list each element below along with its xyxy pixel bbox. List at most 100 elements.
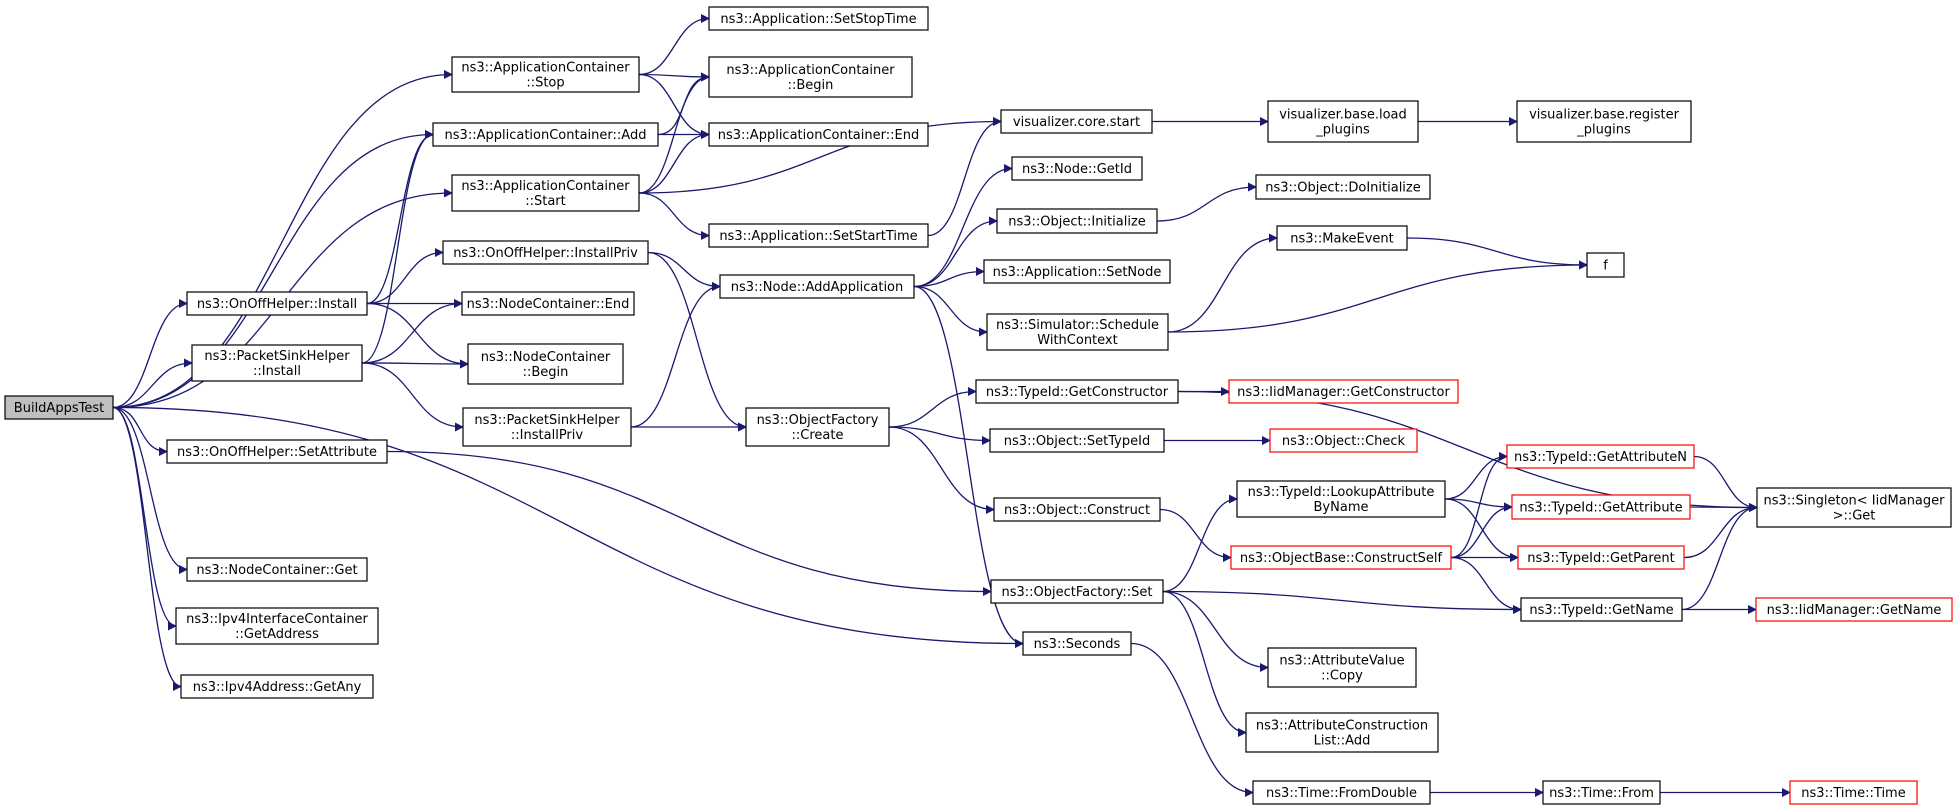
node-label: ns3::ObjectBase::ConstructSelf	[1240, 551, 1443, 566]
node-ns3-nodecontainer-end[interactable]: ns3::NodeContainer::End	[461, 291, 635, 316]
node-ns3-iidmanager-getname[interactable]: ns3::IidManager::GetName	[1755, 597, 1953, 622]
node-label: ns3::PacketSinkHelper	[204, 349, 350, 364]
edge-typeid_lookup-to-typeid_getparent	[1444, 498, 1519, 562]
node-box	[993, 497, 1161, 522]
edge-of_create-to-typeid_getctor	[888, 387, 977, 428]
edge-root-to-seconds	[112, 406, 1024, 648]
node-label: ns3::Time::Time	[1801, 786, 1905, 801]
node-label: ns3::Node::GetId	[1022, 162, 1132, 177]
node-ns3-typeid-getattributen[interactable]: ns3::TypeId::GetAttributeN	[1506, 444, 1695, 469]
node-ns3-objectfactory-set[interactable]: ns3::ObjectFactory::Set	[990, 579, 1164, 604]
node-ns3-onoffhelper-installpriv[interactable]: ns3::OnOffHelper::InstallPriv	[442, 240, 649, 265]
node-ns3-object-initialize[interactable]: ns3::Object::Initialize	[996, 208, 1158, 234]
edge-of_create-to-obj_settypeid	[888, 426, 991, 445]
node-ns3-applicationcontainer-add[interactable]: ns3::ApplicationContainer::Add	[432, 122, 659, 147]
node-box	[175, 607, 379, 645]
node-ns3-applicationcontainer-end[interactable]: ns3::ApplicationContainer::End	[708, 122, 929, 147]
node-ns3-typeid-getattribute[interactable]: ns3::TypeId::GetAttribute	[1511, 494, 1691, 520]
node-ns3-singleton-iidmanager-get[interactable]: ns3::Singleton< IidManager >::Get	[1756, 487, 1952, 528]
edge-typeid_getattrn-to-singleton_get	[1693, 455, 1758, 512]
node-box	[166, 439, 388, 464]
node-label: ns3::Object::Initialize	[1008, 215, 1146, 230]
node-ns3-packetsinkhelper-install[interactable]: ns3::PacketSinkHelper::Install	[191, 344, 363, 382]
node-ns3-seconds[interactable]: ns3::Seconds	[1022, 631, 1132, 656]
node-label: visualizer.base.load	[1279, 108, 1407, 123]
node-label: ns3::Ipv4InterfaceContainer	[186, 612, 368, 627]
node-ns3-ipv4address-getany[interactable]: ns3::Ipv4Address::GetAny	[180, 674, 374, 699]
node-label: ns3::NodeContainer::Get	[196, 563, 357, 578]
node-label: ns3::OnOffHelper::InstallPriv	[453, 246, 638, 261]
node-label: ns3::Singleton< IidManager	[1763, 494, 1945, 509]
node-ns3-makeevent[interactable]: ns3::MakeEvent	[1276, 225, 1408, 251]
edges-layer	[112, 14, 1791, 797]
edge-ac_stop-to-app_setstop	[638, 14, 710, 76]
node-ns3-typeid-getname[interactable]: ns3::TypeId::GetName	[1520, 597, 1683, 622]
edge-objbase_constructself-to-typeid_getattr	[1450, 502, 1513, 559]
node-label: ns3::TypeId::LookupAttribute	[1248, 485, 1435, 500]
node-label: ns3::MakeEvent	[1290, 232, 1394, 247]
node-ns3-typeid-getconstructor[interactable]: ns3::TypeId::GetConstructor	[975, 379, 1179, 404]
node-ns3-application-setstoptime[interactable]: ns3::Application::SetStopTime	[708, 6, 929, 31]
node-ns3-node-getid[interactable]: ns3::Node::GetId	[1011, 156, 1143, 181]
node-ns3-onoffhelper-setattribute[interactable]: ns3::OnOffHelper::SetAttribute	[166, 439, 388, 464]
node-ns3-applicationcontainer-start[interactable]: ns3::ApplicationContainer::Start	[451, 174, 640, 212]
node-buildappstest[interactable]: BuildAppsTest	[4, 395, 114, 420]
node-ns3-objectfactory-create[interactable]: ns3::ObjectFactory::Create	[745, 407, 890, 447]
node-visualizer-core-start[interactable]: visualizer.core.start	[1000, 109, 1153, 134]
node-ns3-ipv4interfacecontainer-getaddress[interactable]: ns3::Ipv4InterfaceContainer::GetAddress	[175, 607, 379, 645]
node-visualizer-base-register-plugins[interactable]: visualizer.base.register_plugins	[1516, 100, 1692, 143]
edge-typeid_getattr-to-singleton_get	[1689, 502, 1758, 512]
node-label: ::GetAddress	[235, 627, 319, 642]
node-ns3-time-fromdouble[interactable]: ns3::Time::FromDouble	[1252, 780, 1431, 805]
node-box	[1000, 109, 1153, 134]
edge-root-to-onoff_setattr	[112, 406, 168, 456]
node-ns3-application-setnode[interactable]: ns3::Application::SetNode	[983, 259, 1171, 284]
node-ns3-application-setstarttime[interactable]: ns3::Application::SetStartTime	[708, 223, 929, 248]
edge-ac_start-to-ac_begin	[638, 72, 710, 194]
node-f[interactable]: f	[1586, 252, 1625, 278]
edge-of_set-to-typeid_getname	[1162, 590, 1522, 614]
node-box	[461, 291, 635, 316]
node-ns3-object-settypeid[interactable]: ns3::Object::SetTypeId	[989, 428, 1165, 453]
edge-root-to-ac_stop	[112, 70, 453, 409]
node-ns3-onoffhelper-install[interactable]: ns3::OnOffHelper::Install	[186, 291, 368, 316]
node-ns3-packetsinkhelper-installpriv[interactable]: ns3::PacketSinkHelper::InstallPriv	[462, 407, 632, 447]
node-ns3-applicationcontainer-begin[interactable]: ns3::ApplicationContainer::Begin	[708, 56, 913, 98]
node-visualizer-base-load-plugins[interactable]: visualizer.base.load_plugins	[1267, 100, 1419, 143]
node-ns3-time-time[interactable]: ns3::Time::Time	[1789, 780, 1918, 805]
node-ns3-objectbase-constructself[interactable]: ns3::ObjectBase::ConstructSelf	[1230, 545, 1452, 570]
node-ns3-time-from[interactable]: ns3::Time::From	[1542, 780, 1661, 805]
node-box	[745, 407, 890, 447]
edge-psh_install-to-ac_add	[361, 130, 434, 364]
node-box	[1236, 480, 1446, 518]
edge-onoff_install-to-onoff_installpriv	[366, 248, 444, 305]
edge-objbase_constructself-to-typeid_getattrn	[1450, 452, 1508, 559]
node-label: ns3::Seconds	[1034, 637, 1121, 652]
node-ns3-applicationcontainer-stop[interactable]: ns3::ApplicationContainer::Stop	[451, 56, 640, 93]
edge-node_addapp-to-app_setnode	[913, 267, 985, 288]
node-box	[1269, 428, 1418, 453]
node-ns3-node-addapplication[interactable]: ns3::Node::AddApplication	[719, 274, 915, 299]
node-box	[975, 379, 1179, 404]
node-label: ns3::IidManager::GetConstructor	[1237, 385, 1450, 400]
node-box	[989, 428, 1165, 453]
edge-ac_start-to-vis_core_start	[638, 117, 1002, 194]
node-ns3-nodecontainer-get[interactable]: ns3::NodeContainer::Get	[186, 557, 368, 582]
node-label: ns3::ApplicationContainer	[726, 63, 895, 78]
node-ns3-typeid-getparent[interactable]: ns3::TypeId::GetParent	[1517, 545, 1685, 570]
node-label: ns3::ApplicationContainer	[461, 179, 630, 194]
node-ns3-object-construct[interactable]: ns3::Object::Construct	[993, 497, 1161, 522]
node-ns3-attributevalue-copy[interactable]: ns3::AttributeValue::Copy	[1267, 647, 1417, 688]
node-label: ns3::Simulator::Schedule	[996, 318, 1159, 333]
edge-root-to-nc_get	[112, 406, 188, 574]
node-ns3-object-check[interactable]: ns3::Object::Check	[1269, 428, 1418, 453]
node-ns3-iidmanager-getconstructor[interactable]: ns3::IidManager::GetConstructor	[1228, 379, 1459, 404]
node-ns3-nodecontainer-begin[interactable]: ns3::NodeContainer::Begin	[467, 343, 624, 385]
node-ns3-object-doinitialize[interactable]: ns3::Object::DoInitialize	[1255, 174, 1431, 200]
node-label: ns3::PacketSinkHelper	[474, 413, 620, 428]
node-box	[4, 395, 114, 420]
edge-typeid_lookup-to-typeid_getattrn	[1444, 452, 1508, 500]
